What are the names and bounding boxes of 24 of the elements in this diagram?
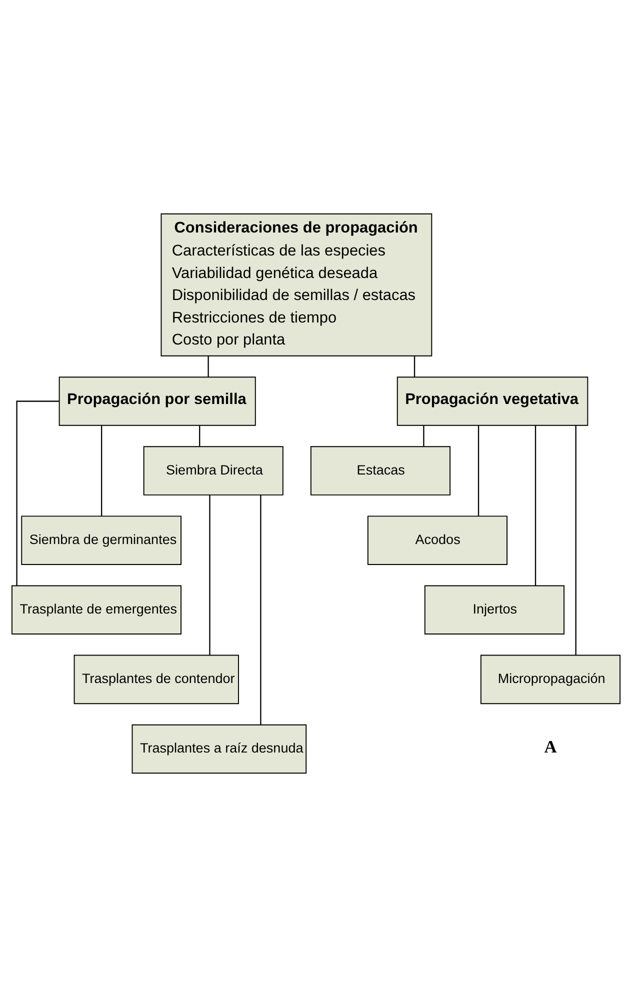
- node-box: Injertos: [424, 585, 564, 635]
- connector: [423, 426, 424, 446]
- node-box: Micropropagación: [480, 654, 620, 704]
- node-box: Trasplantes a raíz desnuda: [132, 724, 307, 774]
- node-box: Estacas: [310, 446, 450, 496]
- connector: [209, 495, 210, 656]
- node-box: Propagación por semilla: [58, 376, 256, 426]
- node-box: Propagación vegetativa: [396, 376, 588, 426]
- node-box: Acodos: [367, 516, 508, 565]
- node-box: Trasplante de emergentes: [12, 585, 182, 635]
- node-box: Consideraciones de propagación Características de las especies Variabilidad genética deseada Disponibilidad de semillas / estacas Restricciones de tiempo Costo por planta: [160, 213, 432, 356]
- connector: [16, 400, 59, 586]
- connector: [199, 426, 200, 446]
- label: A: [544, 737, 557, 756]
- connector: [414, 356, 416, 377]
- node-box: Siembra de germinantes: [21, 516, 182, 565]
- connector: [260, 495, 262, 725]
- connector: [100, 425, 102, 516]
- connector: [575, 425, 576, 656]
- connector: [208, 356, 209, 377]
- connector: [478, 425, 480, 516]
- node-box: Siembra Directa: [143, 446, 284, 496]
- node-box: Trasplantes de contendor: [74, 654, 239, 704]
- connector: [534, 426, 536, 586]
